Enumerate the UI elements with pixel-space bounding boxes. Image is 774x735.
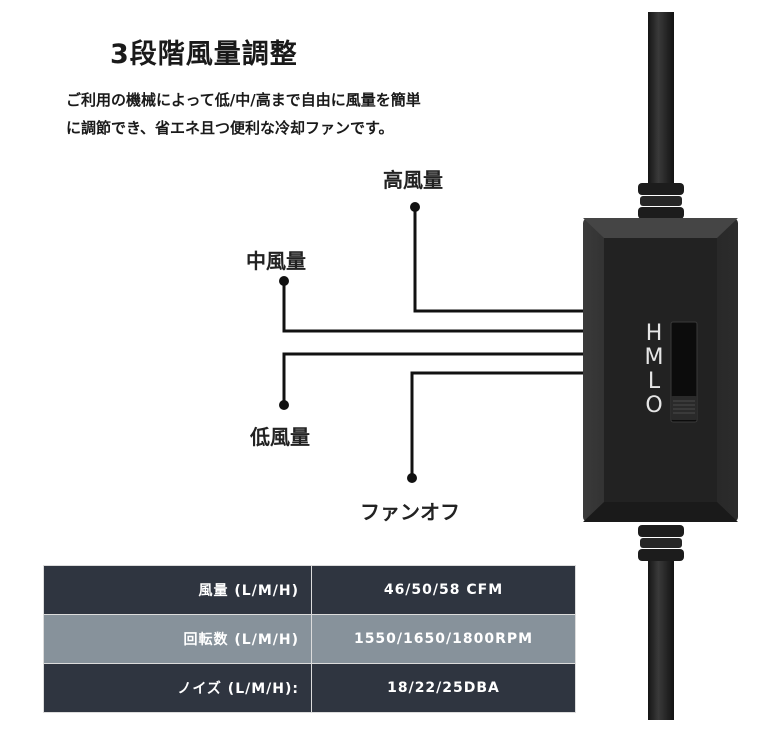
- switch-position-labels: H M L O: [641, 322, 667, 418]
- spec-key: 風量 (L/M/H): [43, 565, 312, 615]
- spec-value: 1550/1650/1800RPM: [311, 614, 576, 664]
- table-row: ノイズ (L/M/H): 18/22/25DBA: [43, 663, 576, 713]
- dot-off: [407, 473, 417, 483]
- description-line-1: ご利用の機械によって低/中/高まで自由に風量を簡単: [66, 91, 421, 109]
- line-low: [282, 352, 583, 405]
- switch-letter-l: L: [647, 369, 661, 394]
- description-line-2: に調節でき、省エネ且つ便利な冷却ファンです。: [66, 119, 394, 137]
- cable-top: [648, 12, 674, 192]
- spec-table: 風量 (L/M/H) 46/50/58 CFM 回転数 (L/M/H) 1550…: [43, 565, 576, 713]
- table-row: 風量 (L/M/H) 46/50/58 CFM: [43, 565, 576, 615]
- dot-high: [410, 202, 420, 212]
- spec-key: 回転数 (L/M/H): [43, 614, 312, 664]
- label-medium: 中風量: [246, 249, 306, 273]
- label-off: ファンオフ: [360, 500, 460, 524]
- switch-letter-o: O: [645, 393, 663, 418]
- line-high: [413, 207, 583, 313]
- spec-key: ノイズ (L/M/H):: [43, 663, 312, 713]
- page-title: 3段階風量調整: [110, 39, 298, 70]
- slider-knob: [671, 396, 697, 420]
- dot-low: [279, 400, 289, 410]
- cable-bottom: [648, 555, 674, 720]
- switch-letter-h: H: [645, 321, 663, 346]
- label-high: 高風量: [383, 168, 443, 192]
- dot-medium: [279, 276, 289, 286]
- switch-letter-m: M: [644, 345, 664, 370]
- line-off: [410, 371, 583, 478]
- description: ご利用の機械によって低/中/高まで自由に風量を簡単 に調節でき、省エネ且つ便利な…: [66, 86, 506, 142]
- label-low: 低風量: [250, 425, 310, 449]
- strain-relief-top: [638, 183, 684, 219]
- table-row: 回転数 (L/M/H) 1550/1650/1800RPM: [43, 614, 576, 664]
- strain-relief-bottom: [638, 525, 684, 561]
- spec-value: 18/22/25DBA: [311, 663, 576, 713]
- spec-value: 46/50/58 CFM: [311, 565, 576, 615]
- line-medium: [282, 281, 583, 333]
